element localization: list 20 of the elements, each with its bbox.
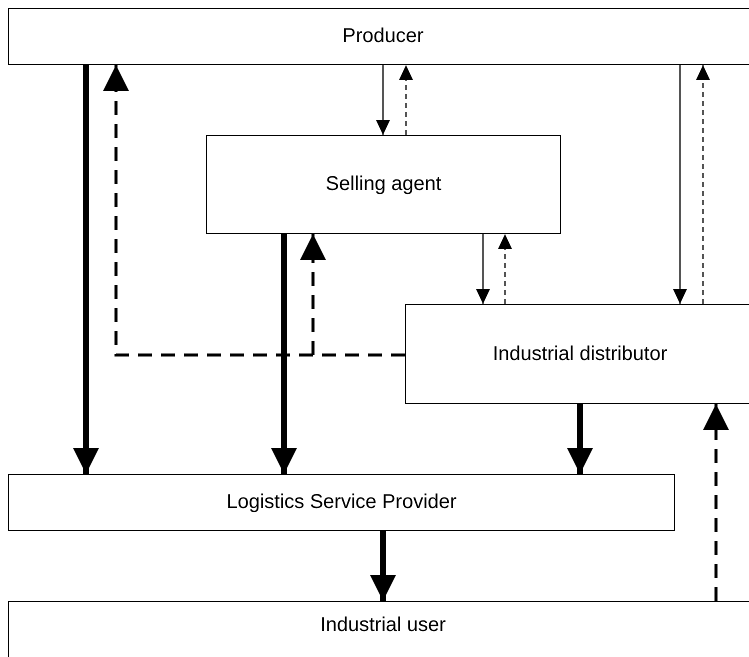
box-label: Selling agent xyxy=(326,173,442,196)
arrow xyxy=(370,531,396,601)
arrow xyxy=(476,234,490,304)
dashed-arrow xyxy=(399,65,413,135)
arrow xyxy=(567,404,593,474)
box-label: Industrial distributor xyxy=(492,342,668,366)
box-label: Industrial user xyxy=(320,614,446,637)
arrow xyxy=(673,65,687,304)
process-box xyxy=(405,304,749,404)
process-box xyxy=(206,135,561,234)
dashed-arrow xyxy=(703,404,729,601)
process-box xyxy=(8,8,749,65)
process-box xyxy=(8,474,675,531)
arrow xyxy=(376,65,390,135)
arrow xyxy=(73,65,99,474)
dashed-arrow xyxy=(498,234,512,304)
box-label: Logistics Service Provider xyxy=(226,491,457,514)
arrow xyxy=(271,234,297,474)
box-label: Producer xyxy=(342,25,424,48)
dashed-arrow xyxy=(696,65,710,304)
